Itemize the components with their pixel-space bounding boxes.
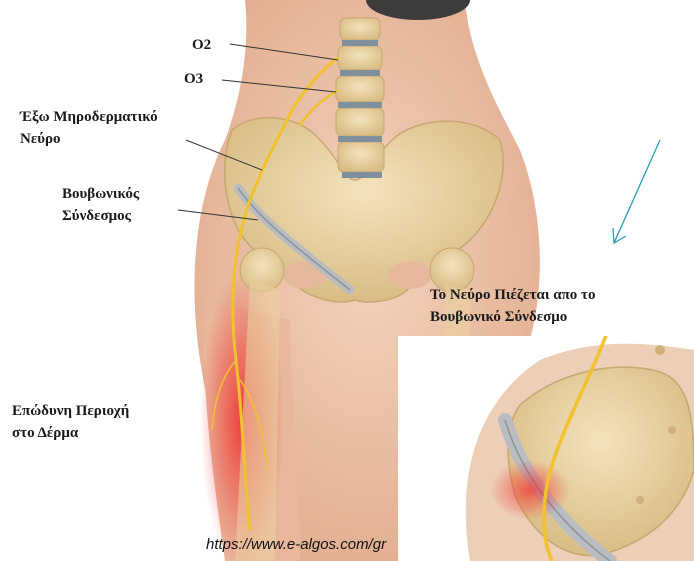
obturator-right — [388, 261, 432, 289]
inset-pain — [490, 460, 570, 520]
label-o3: O3 — [184, 68, 203, 90]
inset-panel — [398, 330, 694, 561]
source-url: https://www.e-algos.com/gr — [206, 536, 386, 553]
label-o2: O2 — [192, 34, 211, 56]
spine — [336, 18, 384, 178]
arrow-icon — [613, 140, 660, 243]
